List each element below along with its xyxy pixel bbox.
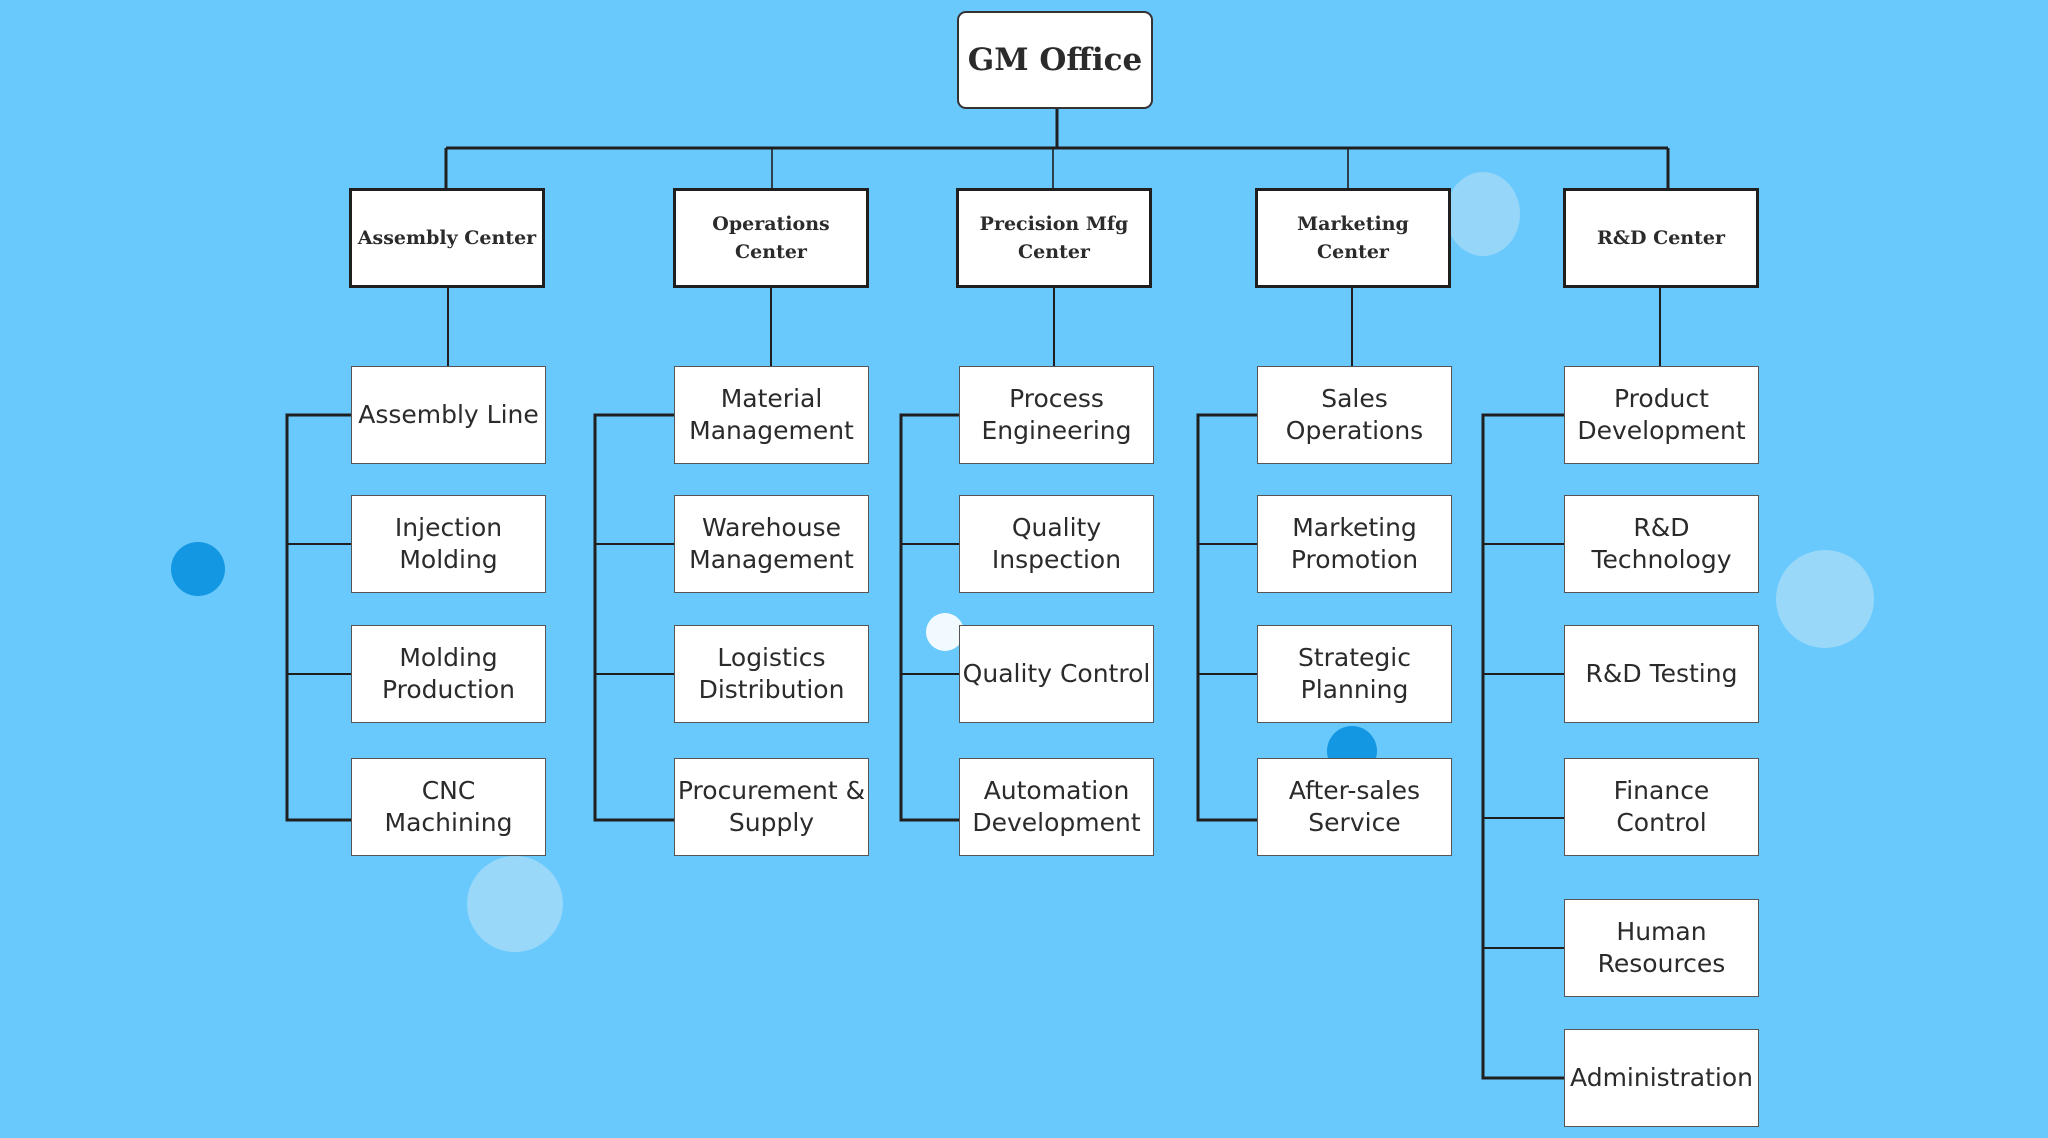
unit-injection-molding[interactable]: Injection Molding	[351, 495, 546, 593]
unit-process-engineering[interactable]: Process Engineering	[959, 366, 1154, 464]
unit-rnd-testing[interactable]: R&D Testing	[1564, 625, 1759, 723]
unit-molding-production[interactable]: Molding Production	[351, 625, 546, 723]
unit-procurement-supply[interactable]: Procurement & Supply	[674, 758, 869, 856]
unit-warehouse-management[interactable]: Warehouse Management	[674, 495, 869, 593]
decor-dot-light-top	[1446, 172, 1520, 256]
unit-human-resources[interactable]: Human Resources	[1564, 899, 1759, 997]
unit-sales-operations[interactable]: Sales Operations	[1257, 366, 1452, 464]
unit-after-sales-service[interactable]: After-sales Service	[1257, 758, 1452, 856]
marketing-center-node[interactable]: Marketing Center	[1255, 188, 1451, 288]
gm-office-node[interactable]: GM Office	[957, 11, 1153, 109]
unit-rnd-technology[interactable]: R&D Technology	[1564, 495, 1759, 593]
unit-quality-inspection[interactable]: Quality Inspection	[959, 495, 1154, 593]
assembly-center-node[interactable]: Assembly Center	[349, 188, 545, 288]
unit-product-development[interactable]: Product Development	[1564, 366, 1759, 464]
precision-mfg-center-node[interactable]: Precision Mfg Center	[956, 188, 1152, 288]
unit-assembly-line[interactable]: Assembly Line	[351, 366, 546, 464]
decor-dot-light-right	[1776, 550, 1874, 648]
unit-finance-control[interactable]: Finance Control	[1564, 758, 1759, 856]
unit-quality-control[interactable]: Quality Control	[959, 625, 1154, 723]
unit-material-management[interactable]: Material Management	[674, 366, 869, 464]
decor-dot-light-bottom	[467, 856, 563, 952]
unit-administration[interactable]: Administration	[1564, 1029, 1759, 1127]
unit-cnc-machining[interactable]: CNC Machining	[351, 758, 546, 856]
unit-logistics-distribution[interactable]: Logistics Distribution	[674, 625, 869, 723]
decor-dot-dark-left	[171, 542, 225, 596]
decor-dot-white	[926, 613, 964, 651]
unit-strategic-planning[interactable]: Strategic Planning	[1257, 625, 1452, 723]
unit-marketing-promotion[interactable]: Marketing Promotion	[1257, 495, 1452, 593]
unit-automation-development[interactable]: Automation Development	[959, 758, 1154, 856]
operations-center-node[interactable]: Operations Center	[673, 188, 869, 288]
rnd-center-node[interactable]: R&D Center	[1563, 188, 1759, 288]
